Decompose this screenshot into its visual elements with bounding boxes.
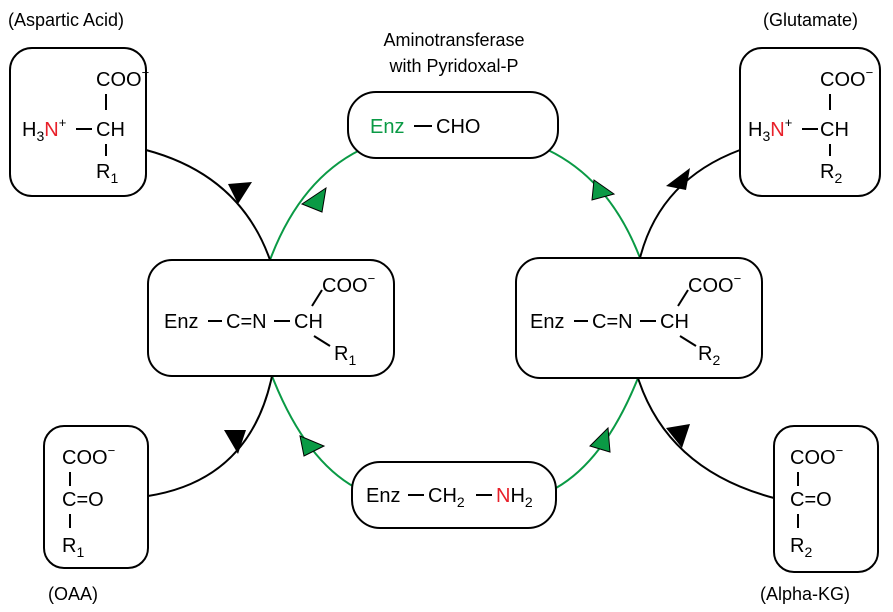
enz-label: Enz	[366, 485, 400, 507]
reaction-arrows	[145, 149, 775, 499]
arrowhead-glutamate-out	[666, 168, 690, 190]
pyridoxal-p-label: with Pyridoxal-P	[388, 56, 518, 76]
arrow-alpha-kg-in	[637, 377, 775, 499]
glutamate-frame	[739, 47, 881, 197]
ch2-group: CH2	[428, 485, 465, 510]
r1-group: R1	[334, 343, 356, 368]
enzyme-cycle	[269, 149, 641, 489]
imine-group: C=N	[226, 311, 267, 333]
r2-group: R2	[820, 161, 842, 186]
oaa-box: COO− C=O R1	[43, 425, 149, 569]
carbonyl-group: C=O	[62, 489, 104, 511]
cycle-arc-top-right	[547, 149, 641, 259]
cycle-arrowhead-bottom-right	[589, 426, 611, 453]
cycle-arc-bottom-left	[271, 375, 357, 489]
schiff-base-r2-frame	[515, 257, 763, 379]
enz-label: Enz	[530, 311, 564, 333]
ch-group: CH	[294, 311, 323, 333]
coo-group: COO−	[62, 443, 115, 469]
aspartic-acid-label: (Aspartic Acid)	[8, 10, 124, 30]
coo-group: COO−	[688, 271, 741, 297]
aminotransferase-label: Aminotransferase	[383, 30, 524, 50]
coo-group: COO−	[322, 271, 375, 297]
arrow-aspartic-in	[145, 149, 271, 261]
ch-group: CH	[660, 311, 689, 333]
aspartic-acid-box: COO− H3N+ CH R1	[9, 47, 149, 197]
cycle-arc-top-left	[269, 149, 361, 261]
cho-group: CHO	[436, 116, 480, 138]
aspartic-acid-frame	[9, 47, 147, 197]
r2-group: R2	[790, 535, 812, 560]
coo-group: COO−	[790, 443, 843, 469]
ch-group: CH	[820, 119, 849, 141]
schiff-base-r1-frame	[147, 259, 395, 377]
enz-cho-box: Enz CHO	[347, 91, 559, 159]
schiff-base-r2-box: COO− Enz C=N CH R2	[515, 257, 763, 379]
cycle-arc-bottom-right	[555, 377, 639, 489]
arrow-oaa-out	[147, 375, 273, 497]
enz-label: Enz	[164, 311, 198, 333]
arrowhead-aspartic-in	[228, 182, 252, 204]
imine-group: C=N	[592, 311, 633, 333]
alpha-kg-frame	[773, 425, 879, 573]
arrow-glutamate-out	[639, 149, 741, 259]
pyridoxamine-box: Enz CH2 NH2	[351, 461, 557, 529]
r1-group: R1	[96, 161, 118, 186]
oaa-label: (OAA)	[48, 584, 98, 604]
amine-group: H3N+	[22, 115, 66, 144]
glutamate-label: (Glutamate)	[763, 10, 858, 30]
amine-group: H3N+	[748, 115, 792, 144]
cycle-arrowhead-top-right	[591, 179, 616, 201]
enz-cho-formula: Enz	[370, 116, 404, 138]
coo-group: COO−	[96, 65, 149, 91]
oaa-frame	[43, 425, 149, 569]
arrowhead-alpha-kg-in	[666, 424, 690, 448]
schiff-base-r1-box: COO− Enz C=N CH R1	[147, 259, 395, 377]
arrowhead-oaa-out	[224, 430, 246, 454]
cycle-arrowhead-bottom-left	[299, 435, 326, 457]
nh2-group: NH2	[496, 485, 533, 510]
r2-group: R2	[698, 343, 720, 368]
glutamate-box: COO− H3N+ CH R2	[739, 47, 881, 197]
coo-group: COO−	[820, 65, 873, 91]
cycle-arrowhead-top-left	[300, 186, 327, 213]
ch-group: CH	[96, 119, 125, 141]
carbonyl-group: C=O	[790, 489, 832, 511]
alpha-kg-box: COO− C=O R2	[773, 425, 879, 573]
pyridoxamine-frame	[351, 461, 557, 529]
enz-cho-frame	[347, 91, 559, 159]
r1-group: R1	[62, 535, 84, 560]
alpha-kg-label: (Alpha-KG)	[760, 584, 850, 604]
